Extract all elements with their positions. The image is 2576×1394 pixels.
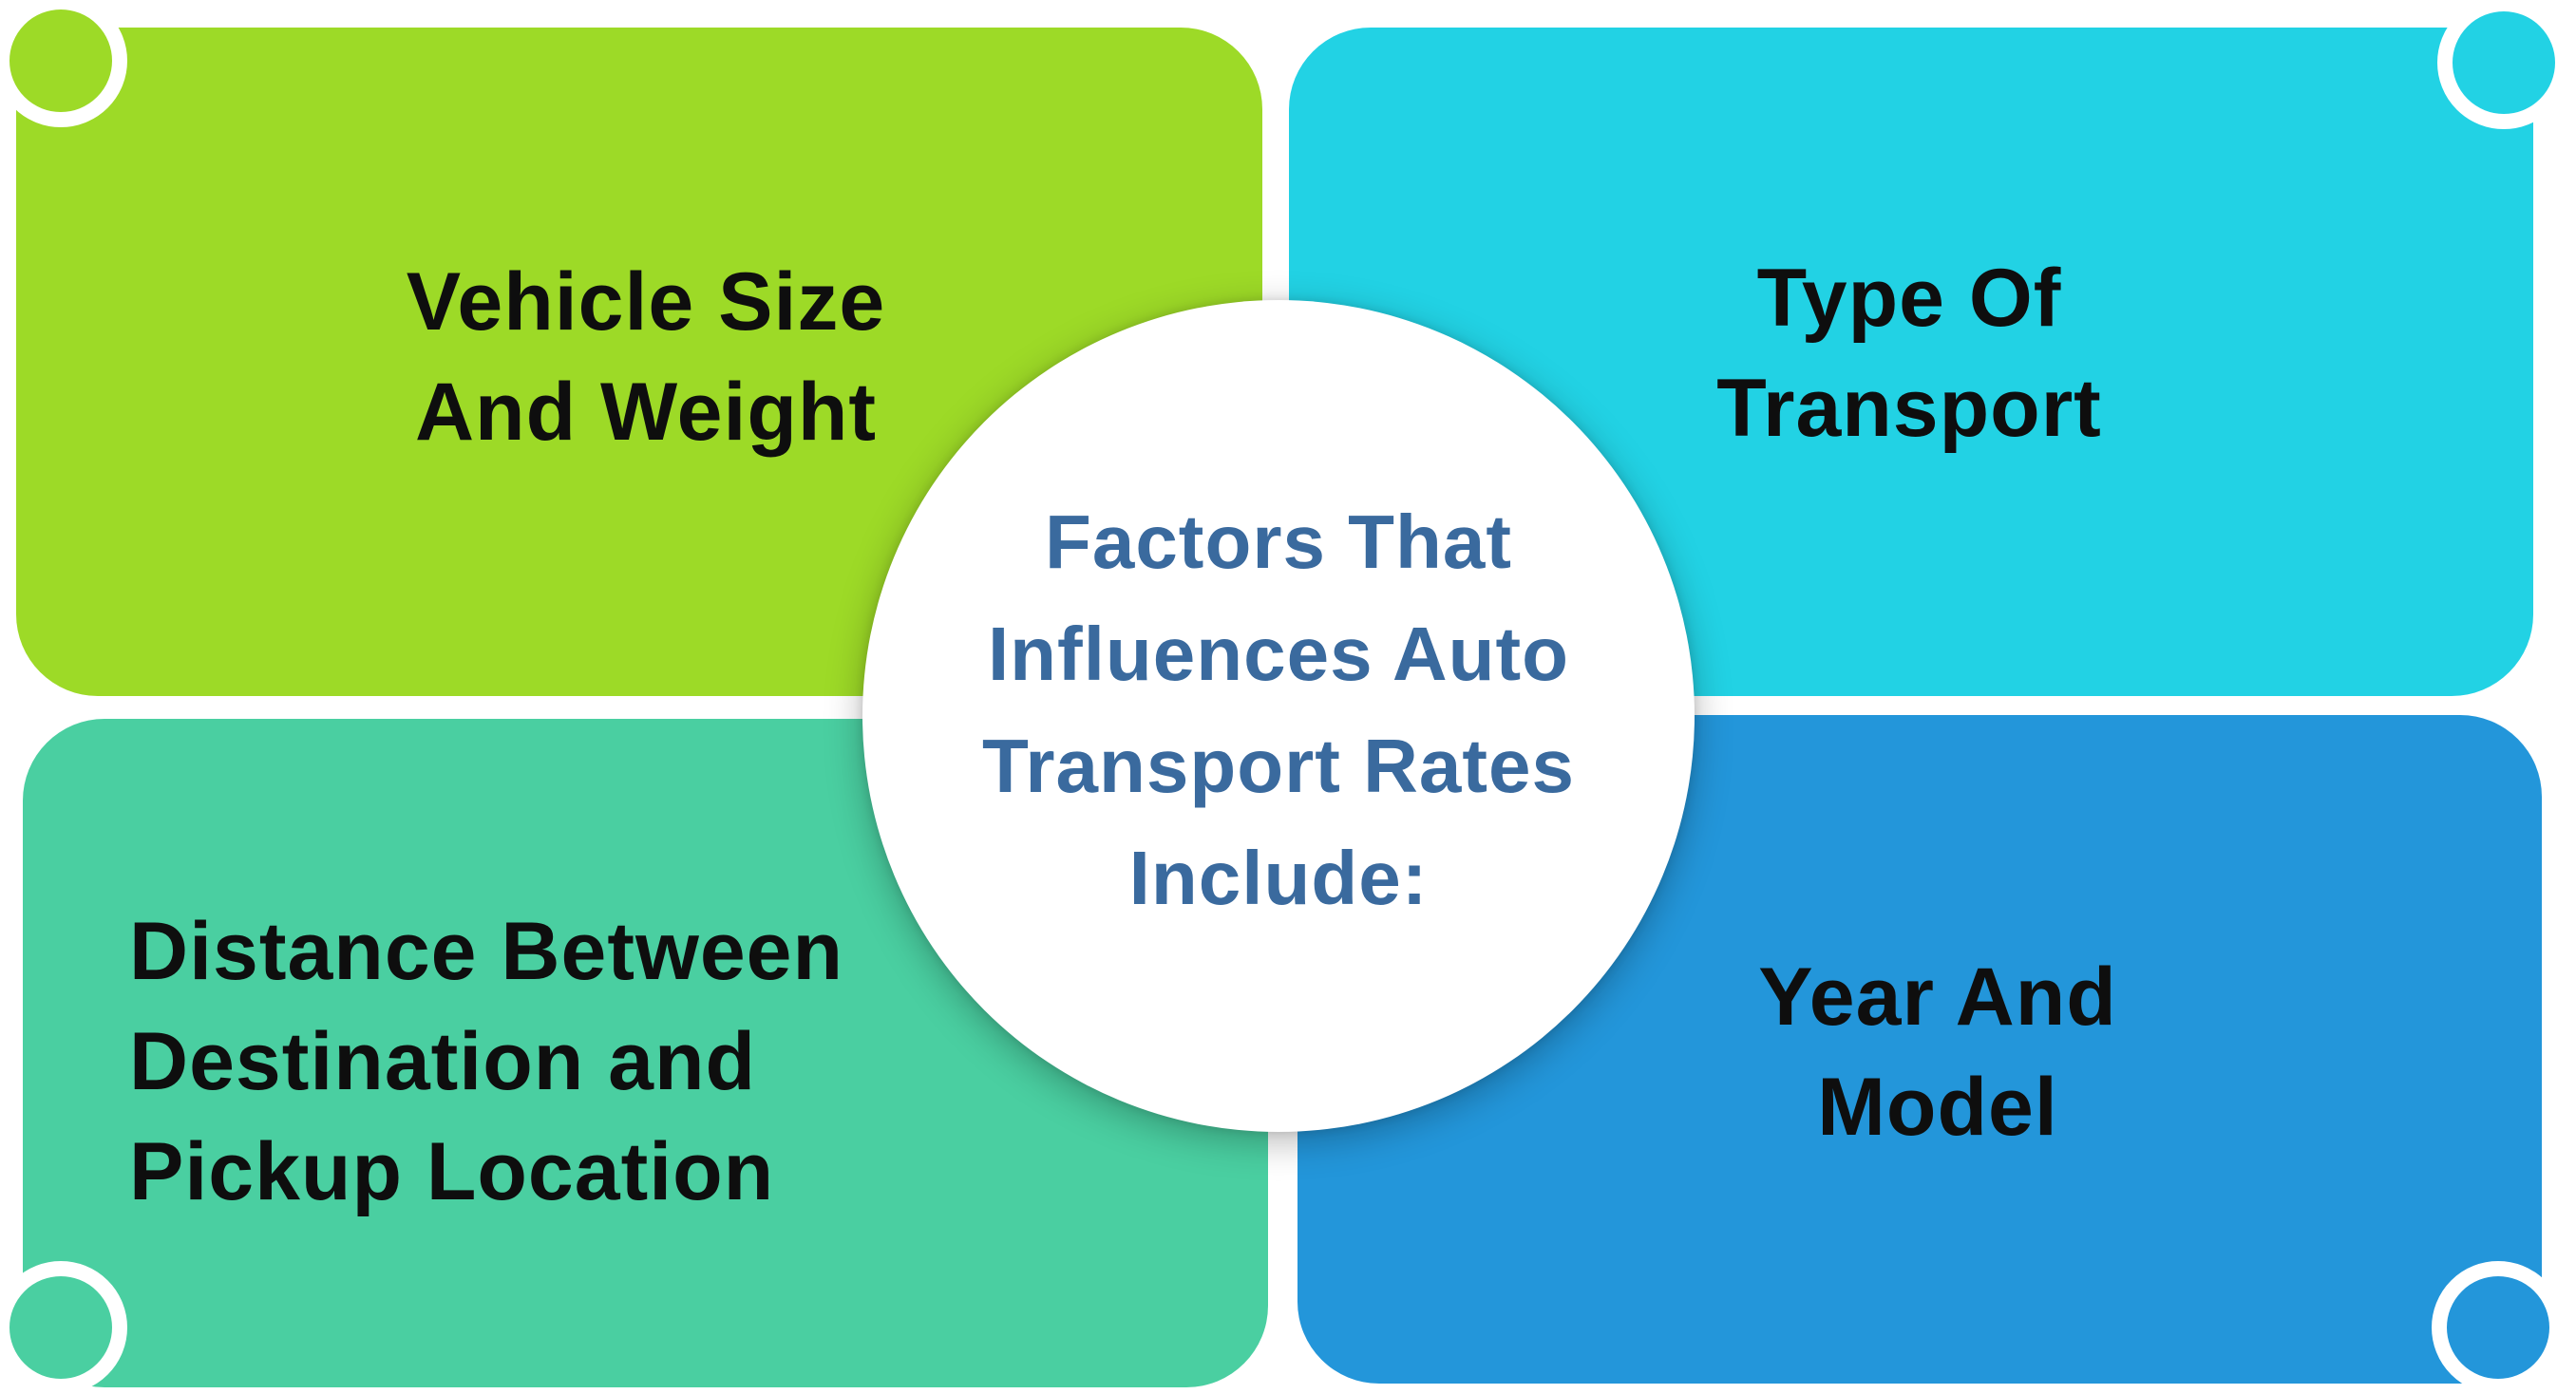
label-line: Distance Between <box>129 906 844 997</box>
label-line: Pickup Location <box>129 1126 775 1217</box>
center-circle: Factors That Influences Auto Transport R… <box>862 300 1695 1132</box>
center-title: Factors That Influences Auto Transport R… <box>862 486 1695 934</box>
label-line: And Weight <box>414 367 878 458</box>
corner-dot-bottom-left <box>0 1261 127 1394</box>
label-line: Vehicle Size <box>406 256 886 348</box>
label-year-model: Year And Model <box>1672 942 2204 1162</box>
label-line: Type Of <box>1756 253 2062 344</box>
label-line: Destination and <box>129 1016 757 1107</box>
label-line: Year And <box>1758 951 2117 1043</box>
center-title-line: Include: <box>1128 836 1429 920</box>
center-title-line: Influences Auto <box>987 612 1570 696</box>
label-line: Transport <box>1716 363 2102 454</box>
corner-dot-top-right <box>2437 0 2570 129</box>
label-vehicle-size-weight: Vehicle Size And Weight <box>380 247 912 467</box>
label-line: Model <box>1817 1062 2058 1153</box>
label-distance: Distance Between Destination and Pickup … <box>129 896 946 1227</box>
corner-dot-bottom-right <box>2432 1261 2565 1394</box>
corner-dot-top-left <box>0 0 127 127</box>
center-title-line: Factors That <box>1044 499 1513 584</box>
label-type-of-transport: Type Of Transport <box>1634 243 2185 463</box>
center-title-line: Transport Rates <box>981 724 1576 808</box>
